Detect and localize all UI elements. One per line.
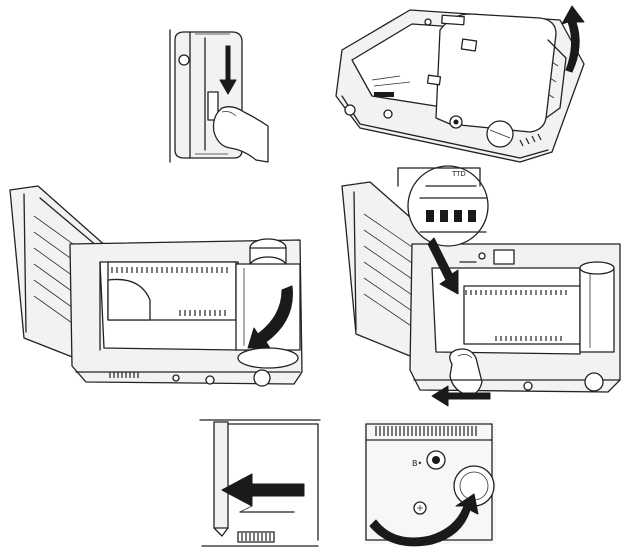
finger <box>212 106 269 163</box>
step-insert-cartridge-panel <box>9 185 303 387</box>
mark-ttd: TTD <box>451 170 466 178</box>
latch-slider <box>207 91 219 121</box>
step-pull-leader-panel: TTD <box>341 165 621 407</box>
finger <box>449 348 483 396</box>
turn-wheel-arrow <box>369 493 479 547</box>
back-cover <box>435 13 557 133</box>
leader-pull-arrow <box>427 237 459 295</box>
lift-cover-arrow <box>561 5 585 73</box>
step-lift-cover-panel <box>335 5 585 163</box>
step-turn-wheel-panel: B• <box>364 420 496 547</box>
magnifier-inset <box>407 165 489 247</box>
step-close-door-panel <box>199 419 321 547</box>
close-door-arrow <box>221 473 305 507</box>
film-cartridge <box>235 263 301 351</box>
mark-b: B• <box>412 459 422 468</box>
pull-left-arrow <box>431 385 491 407</box>
step-open-latch-panel <box>169 29 269 163</box>
film-cartridge <box>579 267 615 353</box>
insert-cartridge-arrow <box>247 285 293 349</box>
slide-down-arrow <box>219 45 237 95</box>
